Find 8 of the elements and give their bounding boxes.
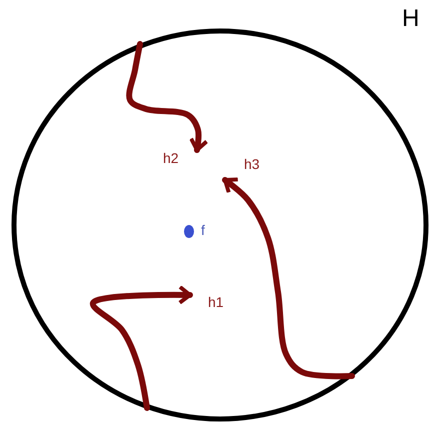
curved-arrow [222,177,355,380]
curve-label: h2 [163,150,179,166]
curved-arrow [126,41,209,153]
point-label: f [201,222,205,238]
curve-label: h1 [208,294,224,310]
set-label: H [402,5,420,33]
curve-label: h3 [244,156,260,172]
curved-arrow [90,285,193,411]
